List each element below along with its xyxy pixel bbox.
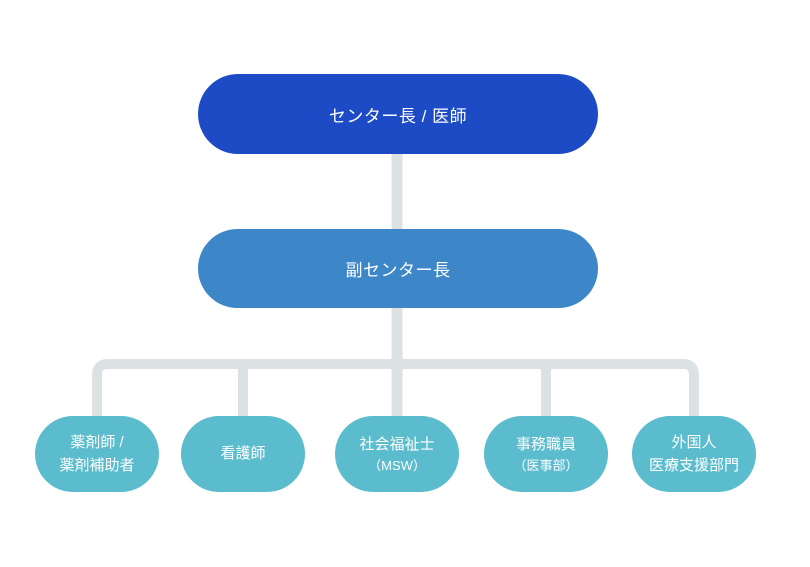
org-node-pharmacist: 薬剤師 / 薬剤補助者 [35, 416, 159, 492]
director-label: センター長 / 医師 [328, 106, 468, 126]
node-label-line: 看護師 [220, 445, 266, 463]
node-label-line: 薬剤師 / [70, 433, 124, 451]
org-node-social-worker: 社会福祉士 （MSW） [335, 416, 459, 492]
org-node-nurse: 看護師 [181, 416, 305, 492]
node-label-line: （医事部） [513, 457, 579, 473]
org-node-deputy-director: 副センター長 [198, 229, 598, 308]
org-node-foreign-support: 外国人 医療支援部門 [632, 416, 756, 492]
deputy-label: 副センター長 [345, 261, 451, 280]
node-label-line: 事務職員 [515, 435, 576, 453]
org-node-director: センター長 / 医師 [198, 74, 598, 154]
connector-rail [92, 359, 699, 420]
node-label-line: 薬剤補助者 [59, 457, 135, 474]
node-label-line: （MSW） [368, 457, 426, 473]
node-label-line: 医療支援部門 [648, 457, 739, 474]
org-node-admin-staff: 事務職員 （医事部） [484, 416, 608, 492]
node-label-line: 外国人 [671, 433, 717, 451]
node-label-line: 社会福祉士 [359, 435, 435, 453]
